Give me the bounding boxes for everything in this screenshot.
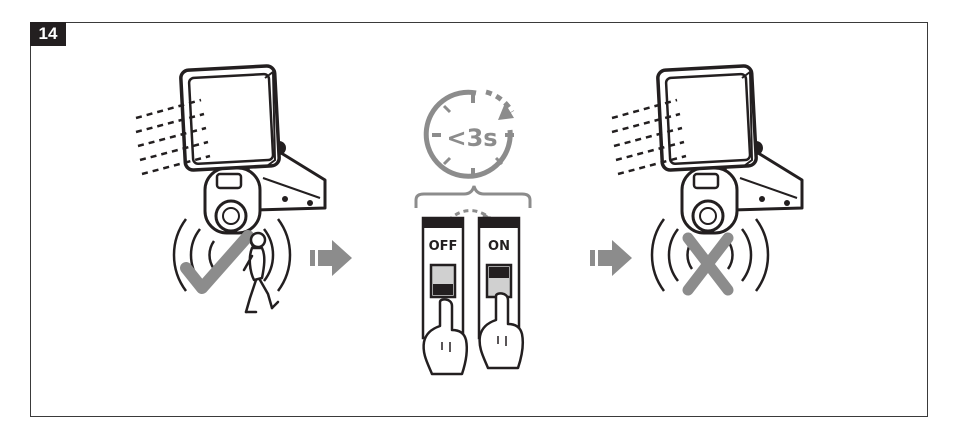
arrow-right-icon-2 [590,240,632,276]
breaker-switch-on: ON [477,216,521,340]
transfer-arrow [441,209,491,229]
floodlight-icon-right [655,63,804,235]
check-icon [180,230,254,294]
timer-label: <3s [446,124,497,152]
walking-person-icon [242,231,280,314]
on-label: ON [488,239,510,254]
timer-brace [414,185,532,208]
step-number-badge: 14 [30,22,66,46]
diagram-frame [30,22,928,417]
cross-icon [682,232,734,296]
arrow-right-icon-1 [310,240,352,276]
off-label: OFF [429,239,458,254]
timer-icon [423,89,515,179]
floodlight-icon-left [178,63,327,235]
